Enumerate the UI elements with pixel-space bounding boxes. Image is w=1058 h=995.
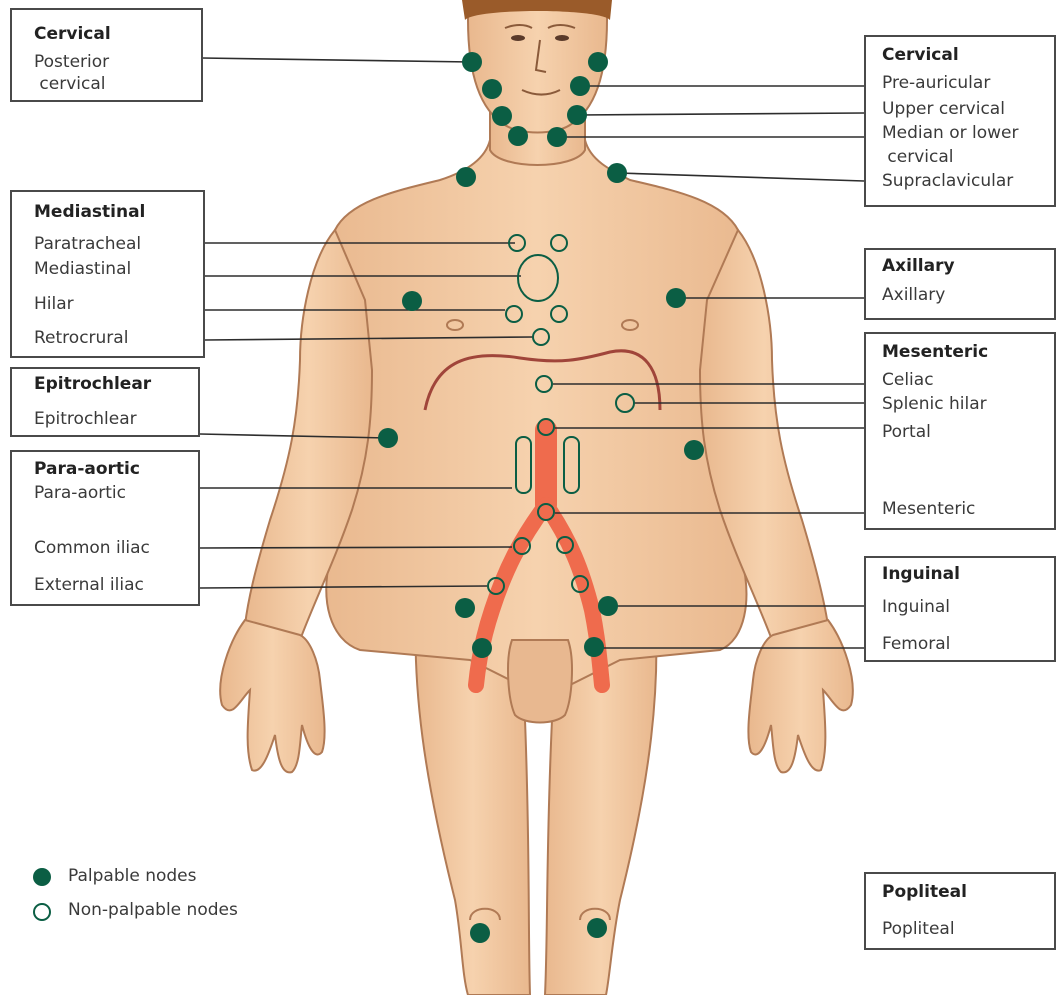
palpable-node — [462, 52, 482, 72]
palpable-node — [607, 163, 627, 183]
non-palpable-node — [509, 235, 525, 251]
box-title: Inguinal — [882, 564, 960, 584]
box-item: Mesenteric — [882, 499, 975, 519]
box-item: Supraclavicular — [882, 171, 1013, 191]
box-item: Mediastinal — [34, 259, 131, 279]
box-title: Popliteal — [882, 882, 967, 902]
box-item: Popliteal — [882, 919, 955, 939]
box-item: Pre-auricular — [882, 73, 990, 93]
non-palpable-node — [551, 306, 567, 322]
box-title: Mediastinal — [34, 202, 145, 222]
palpable-node — [567, 105, 587, 125]
box-item: Median or lower — [882, 123, 1019, 143]
box-title: Para-aortic — [34, 459, 140, 479]
palpable-node — [472, 638, 492, 658]
box-item: Upper cervical — [882, 99, 1005, 119]
non-palpable-node — [538, 419, 554, 435]
palpable-node — [570, 76, 590, 96]
palpable-node — [508, 126, 528, 146]
legend-palpable-label: Palpable nodes — [68, 866, 197, 886]
non-palpable-node — [518, 255, 558, 301]
box-item: External iliac — [34, 575, 144, 595]
box-item: Paratracheal — [34, 234, 141, 254]
non-palpable-node — [506, 306, 522, 322]
palpable-node — [588, 52, 608, 72]
box-epitrochlear: Epitrochlear Epitrochlear — [10, 367, 200, 437]
palpable-node — [584, 637, 604, 657]
non-palpable-node — [551, 235, 567, 251]
box-title: Axillary — [882, 256, 955, 276]
box-item: cervical — [34, 74, 105, 94]
non-palpable-node — [557, 537, 573, 553]
non-palpable-node — [616, 394, 634, 412]
legend-non-palpable-label: Non-palpable nodes — [68, 900, 238, 920]
palpable-node — [470, 923, 490, 943]
box-inguinal: Inguinal Inguinal Femoral — [864, 556, 1056, 662]
non-palpable-node — [538, 504, 554, 520]
box-item: Femoral — [882, 634, 950, 654]
box-item: Portal — [882, 422, 931, 442]
non-palpable-node — [514, 538, 530, 554]
box-item: Retrocrural — [34, 328, 128, 348]
box-mesenteric: Mesenteric Celiac Splenic hilar Portal M… — [864, 332, 1056, 530]
palpable-node — [482, 79, 502, 99]
palpable-node — [402, 291, 422, 311]
box-title: Cervical — [34, 24, 111, 44]
palpable-node — [587, 918, 607, 938]
box-axillary: Axillary Axillary — [864, 248, 1056, 320]
box-item: Celiac — [882, 370, 934, 390]
non-palpable-node — [572, 576, 588, 592]
non-palpable-node — [488, 578, 504, 594]
palpable-node — [598, 596, 618, 616]
box-item: Para-aortic — [34, 483, 126, 503]
box-cervical-right: Cervical Pre-auricular Upper cervical Me… — [864, 35, 1056, 207]
palpable-node — [456, 167, 476, 187]
left-hand — [220, 620, 324, 772]
box-item: cervical — [882, 147, 953, 167]
legend-non-palpable-symbol — [34, 904, 50, 920]
palpable-node — [455, 598, 475, 618]
right-hand — [748, 620, 852, 772]
box-item: Axillary — [882, 285, 945, 305]
non-palpable-node — [516, 437, 531, 493]
box-item: Posterior — [34, 52, 109, 72]
palpable-node — [492, 106, 512, 126]
legend-palpable-symbol — [33, 868, 51, 886]
box-item: Hilar — [34, 294, 74, 314]
box-item: Epitrochlear — [34, 409, 137, 429]
box-popliteal: Popliteal Popliteal — [864, 872, 1056, 950]
torso — [319, 140, 753, 690]
box-item: Common iliac — [34, 538, 150, 558]
box-mediastinal: Mediastinal Paratracheal Mediastinal Hil… — [10, 190, 205, 358]
box-title: Epitrochlear — [34, 374, 151, 394]
box-cervical-left: Cervical Posterior cervical — [10, 8, 203, 102]
box-item: Splenic hilar — [882, 394, 987, 414]
box-para-aortic: Para-aortic Para-aortic Common iliac Ext… — [10, 450, 200, 606]
palpable-node — [547, 127, 567, 147]
non-palpable-node — [564, 437, 579, 493]
non-palpable-node — [533, 329, 549, 345]
genitals — [508, 640, 572, 723]
box-item: Inguinal — [882, 597, 950, 617]
box-title: Cervical — [882, 45, 959, 65]
box-title: Mesenteric — [882, 342, 988, 362]
palpable-node — [684, 440, 704, 460]
palpable-node — [378, 428, 398, 448]
non-palpable-node — [536, 376, 552, 392]
palpable-node — [666, 288, 686, 308]
